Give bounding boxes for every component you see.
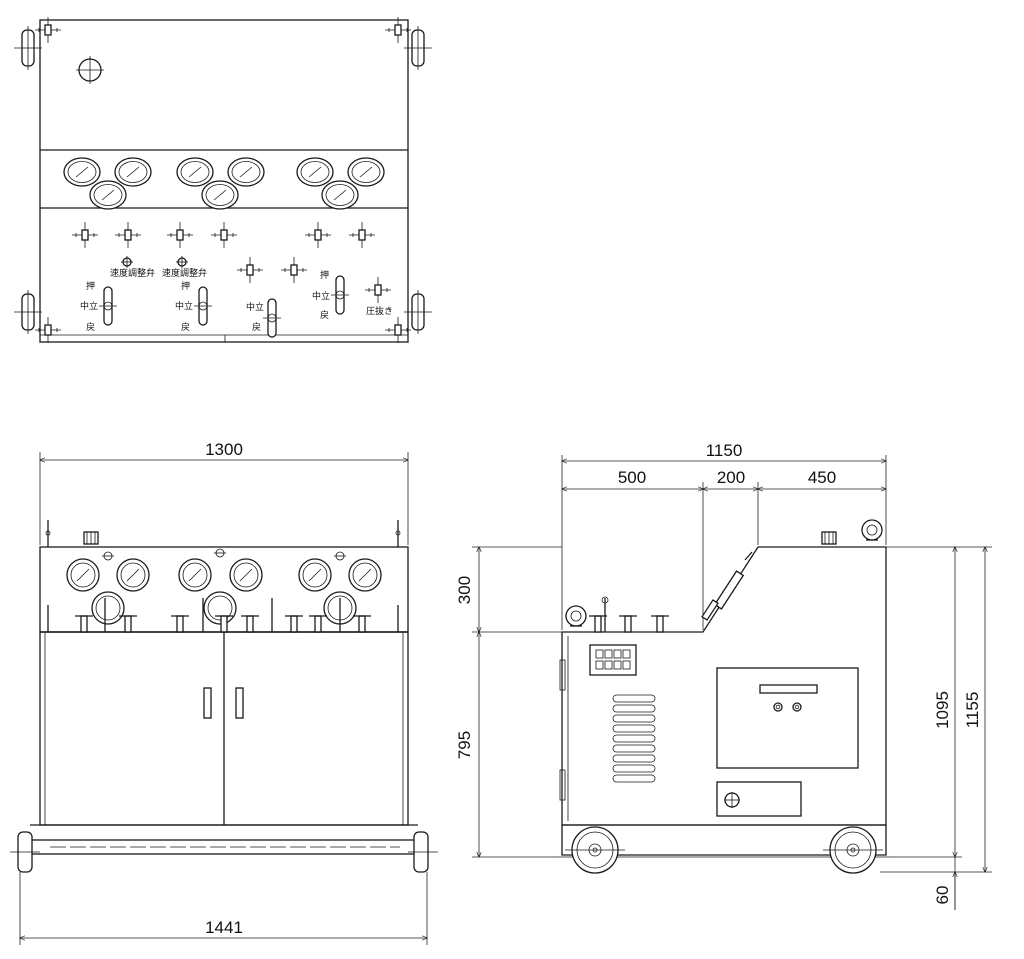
lever-push-label: 押 — [181, 280, 190, 292]
lever-neutral-label: 中立 — [312, 290, 330, 302]
lever-neutral-label: 中立 — [80, 300, 98, 312]
pressure-release-label: 圧抜き — [366, 305, 393, 317]
dim-1095: 1095 — [933, 691, 952, 729]
lever-neutral-label: 中立 — [175, 300, 193, 312]
wheel-left-icon — [564, 826, 626, 874]
dim-1155: 1155 — [963, 692, 982, 729]
breaker-box-icon — [716, 781, 802, 817]
lever-push-label: 押 — [320, 269, 329, 281]
control-lever-1: 押 中立 戻 — [80, 280, 118, 333]
control-box-icon — [716, 667, 859, 769]
switch-panel-icon — [589, 644, 637, 676]
dim-450: 450 — [808, 468, 836, 487]
speed-valve-icons — [121, 256, 188, 268]
dim-795: 795 — [455, 731, 474, 759]
control-lever-3: 中立 戻 — [246, 298, 282, 338]
front-gauges — [66, 558, 382, 625]
dim-500: 500 — [618, 468, 646, 487]
front-valve-stubs — [47, 598, 399, 633]
lever-return-label: 戻 — [181, 321, 190, 333]
top-port-icon — [76, 56, 104, 84]
lever-return-label: 戻 — [252, 321, 261, 333]
dim-200: 200 — [717, 468, 745, 487]
door-handle-right — [235, 687, 244, 719]
door-handle-left — [203, 687, 212, 719]
speed-valve-label-2: 速度調整弁 — [162, 267, 207, 279]
speed-valve-label-1: 速度調整弁 — [110, 267, 155, 279]
front-small-valves — [102, 548, 346, 561]
dim-1150: 1150 — [706, 441, 743, 460]
side-fittings — [565, 519, 883, 633]
lever-return-label: 戻 — [86, 321, 95, 333]
top-view: 速度調整弁 速度調整弁 押 中立 戻 押 中立 戻 中立 戻 押 中立 戻 圧抜… — [13, 16, 433, 344]
vent-louvers-icon — [612, 694, 656, 783]
wheel-right-icon — [822, 826, 884, 874]
pressure-gauges — [63, 157, 385, 210]
side-view: 1150 500 200 450 — [455, 441, 992, 910]
control-lever-4: 押 中立 戻 — [312, 269, 350, 321]
control-lever-2: 押 中立 戻 — [175, 280, 213, 333]
dim-1441: 1441 — [205, 918, 243, 937]
dim-1300: 1300 — [205, 440, 243, 459]
lever-push-label: 押 — [86, 280, 95, 292]
lever-return-label: 戻 — [320, 309, 329, 321]
dim-300: 300 — [455, 576, 474, 604]
front-view: 1300 — [10, 440, 438, 945]
lever-neutral-label: 中立 — [246, 301, 264, 313]
dim-60: 60 — [933, 886, 952, 905]
